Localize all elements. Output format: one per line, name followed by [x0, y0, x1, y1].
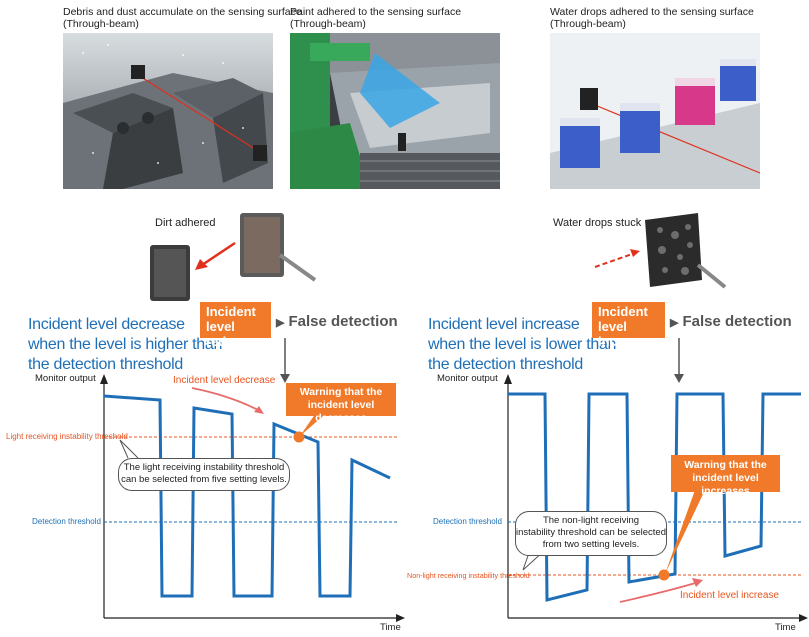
left-false-detection: ▶False detection [276, 313, 398, 330]
right-y-axis-label: Monitor output [437, 373, 498, 384]
left-warning-dot [293, 431, 305, 443]
left-trend-arrow [191, 387, 263, 413]
left-detection-threshold-label: Detection threshold [32, 517, 101, 526]
right-trend-arrowhead [692, 578, 703, 587]
left-chart [100, 374, 405, 622]
right-sensor-label: Water drops stuck [553, 217, 642, 229]
right-x-axis-arrow [799, 614, 808, 622]
left-y-axis-arrow [100, 374, 108, 384]
right-down-arrow [674, 338, 684, 383]
left-warning-box: Warning that the incident level decrease… [286, 383, 396, 424]
right-warning-pointer [665, 490, 705, 574]
left-heading: Incident level decrease when the level i… [28, 316, 223, 373]
right-chart [504, 374, 808, 622]
right-instability-threshold-label: Non-light receiving instability threshol… [407, 571, 530, 580]
right-sensor-illustration [594, 213, 727, 289]
left-trend-note: Incident level decrease [173, 375, 276, 386]
right-trend-arrow [619, 581, 700, 603]
left-down-arrow [280, 338, 290, 383]
right-false-detection: ▶False detection [670, 313, 792, 330]
left-y-axis-label: Monitor output [35, 373, 96, 384]
right-signal-waveform [508, 392, 801, 602]
right-incident-box: Incident level increases [592, 302, 665, 349]
left-sensor-illustration [150, 213, 317, 301]
right-y-axis-arrow [504, 374, 512, 384]
right-callout: The non-light receiving instability thre… [515, 511, 667, 556]
left-incident-box: Incident level reduces [200, 302, 271, 349]
right-warning-box: Warning that the incident level increase… [671, 455, 780, 497]
right-x-axis-label: Time [775, 622, 796, 633]
photo-engine-blocks [63, 33, 273, 189]
left-x-axis-label: Time [380, 622, 401, 633]
right-warning-dot [658, 569, 670, 581]
left-callout: The light receiving instability threshol… [118, 458, 290, 491]
left-callout-pointer [119, 439, 139, 459]
left-sensor-label: Dirt adhered [155, 217, 216, 229]
left-instability-threshold-label: Light receiving instability threshold [6, 432, 128, 441]
left-trend-arrowhead [254, 406, 264, 414]
photo-caption-3: Water drops adhered to the sensing surfa… [550, 6, 754, 30]
photo-paint-car [290, 33, 500, 189]
left-signal-waveform [103, 394, 391, 598]
right-trend-note: Incident level increase [680, 590, 779, 601]
right-detection-threshold-label: Detection threshold [433, 517, 502, 526]
photo-caption-2: Paint adhered to the sensing surface (Th… [290, 6, 462, 30]
photo-water-cups [550, 33, 760, 189]
triangle-right-icon: ▶ [276, 317, 285, 329]
left-warning-pointer [300, 410, 330, 436]
left-x-axis-arrow [396, 614, 405, 622]
triangle-right-icon: ▶ [670, 317, 679, 329]
photo-caption-1: Debris and dust accumulate on the sensin… [63, 6, 302, 30]
right-heading: Incident level increase when the level i… [428, 316, 617, 373]
